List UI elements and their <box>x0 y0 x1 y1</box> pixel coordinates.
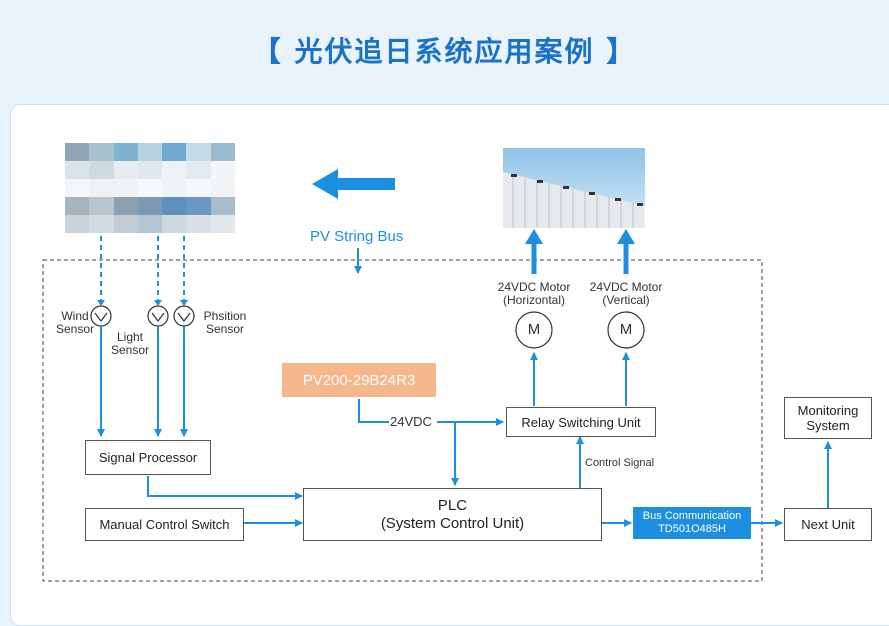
diagram-wires <box>42 169 832 582</box>
page-title: 【 光伏追日系统应用案例 】 <box>252 35 637 68</box>
blurred-image <box>65 143 235 233</box>
relay-switching-unit: Relay Switching Unit <box>506 407 656 437</box>
plc-system-control-unit: PLC(System Control Unit) <box>303 488 602 541</box>
next-unit: Next Unit <box>784 508 872 541</box>
solar-panel-image <box>503 148 645 228</box>
signal-processor: Signal Processor <box>85 440 211 475</box>
power-module: PV200-29B24R3 <box>282 363 436 397</box>
pv-string-bus-label: PV String Bus <box>310 228 404 245</box>
motor-horizontal-symbol: M <box>527 321 541 338</box>
motor-vertical-label: 24VDC Motor(Vertical) <box>589 280 663 307</box>
voltage-label: 24VDC <box>390 414 432 429</box>
motor-vertical-symbol: M <box>619 321 633 338</box>
motor-horizontal-label: 24VDC Motor(Horizontal) <box>497 280 571 307</box>
control-signal-label: Control Signal <box>585 457 655 469</box>
manual-control-switch: Manual Control Switch <box>85 508 244 541</box>
